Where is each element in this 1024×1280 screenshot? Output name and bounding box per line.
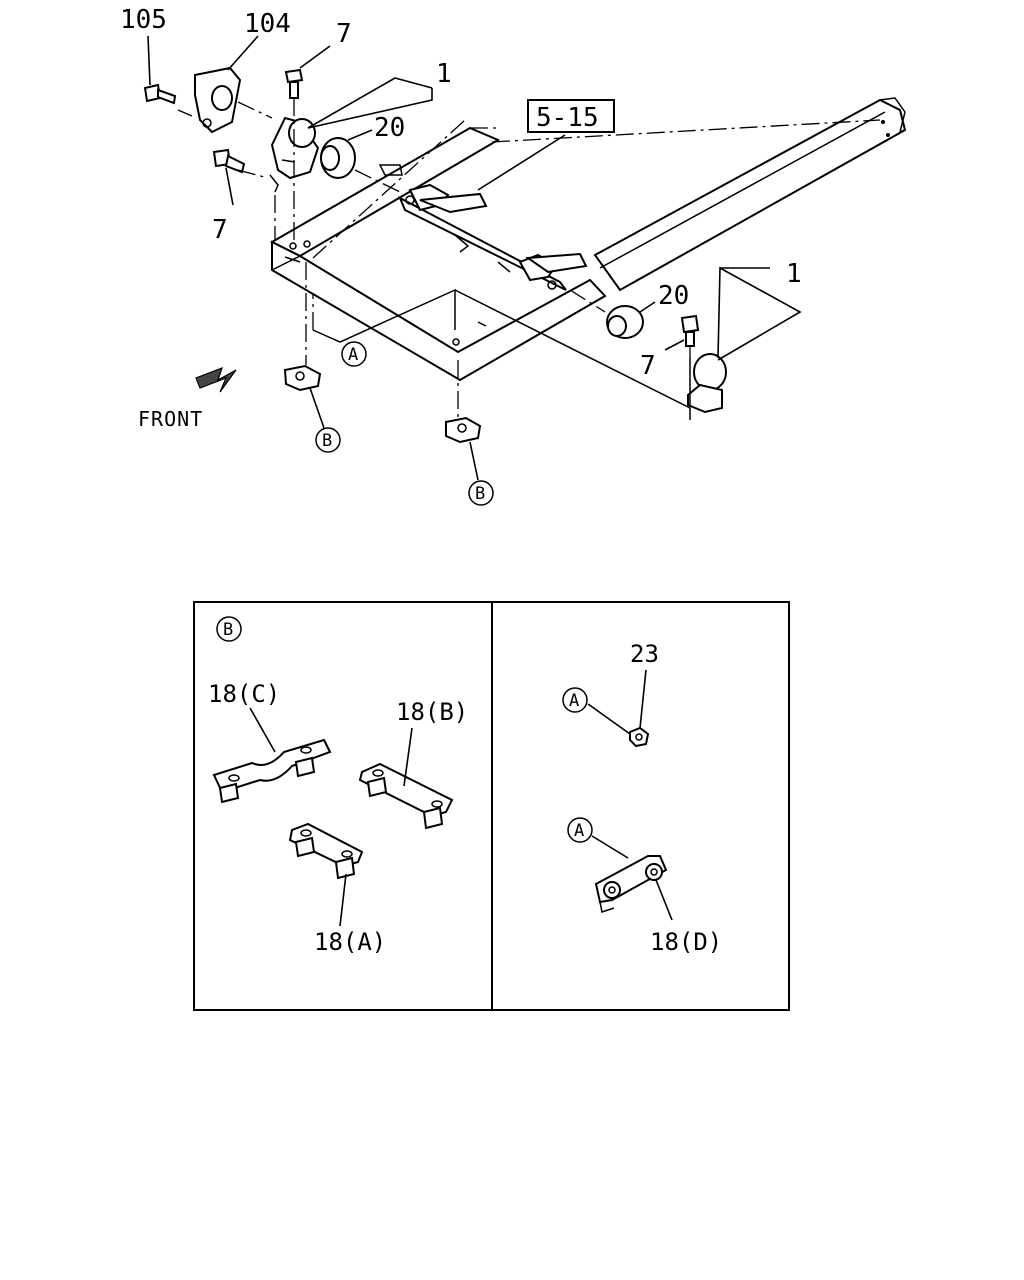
detail-callout-b: B <box>216 616 242 642</box>
label-18a: 18(A) <box>314 928 386 956</box>
reference-5-15-text: 5-15 <box>536 103 599 133</box>
label-18d: 18(D) <box>650 928 722 956</box>
label-18c: 18(C) <box>208 680 280 708</box>
front-arrow-icon <box>195 366 237 393</box>
svg-text:B: B <box>223 620 233 640</box>
callout-a-main: A <box>341 341 367 367</box>
nut-plate-18b <box>358 762 454 830</box>
nut-plate-18a <box>288 822 364 880</box>
assembly-lines <box>177 98 881 418</box>
svg-text:A: A <box>348 345 358 365</box>
frame-rail <box>593 97 907 292</box>
leader-23 <box>639 669 647 729</box>
detail-panels: B 18(C) 18(B) <box>193 601 790 1011</box>
bolt-7-top <box>284 68 304 99</box>
detail-callout-a-top: A <box>562 687 588 713</box>
label-7-left: 7 <box>212 215 228 245</box>
leader-18b <box>403 727 413 787</box>
bolt-7-right <box>680 314 700 347</box>
label-7-right: 7 <box>640 351 656 381</box>
leader-18c <box>249 707 276 753</box>
bolt-105 <box>143 83 177 105</box>
reference-5-15[interactable]: 5-15 <box>527 99 615 133</box>
label-7-top: 7 <box>336 19 352 49</box>
svg-text:A: A <box>569 691 579 711</box>
detail-callout-a-bottom: A <box>567 817 593 843</box>
svg-text:B: B <box>475 484 485 504</box>
nut-plate-18d <box>594 855 668 913</box>
label-105: 105 <box>120 5 167 35</box>
callout-right-boundary <box>454 289 691 420</box>
callout-a-boundary <box>312 288 456 343</box>
label-18b: 18(B) <box>396 698 468 726</box>
leader-lines <box>147 35 802 481</box>
bracket-1-right <box>687 353 727 414</box>
nut-plate-18c <box>212 738 332 804</box>
bushing-20-top <box>320 137 356 179</box>
mount-nut-left <box>283 364 322 392</box>
bolt-7-left <box>212 148 246 174</box>
label-1-top: 1 <box>436 59 452 89</box>
svg-text:A: A <box>574 821 584 841</box>
label-23: 23 <box>630 640 659 668</box>
detail-panel-right: 23 A A <box>562 640 722 956</box>
label-1-right: 1 <box>786 259 802 289</box>
leader-18d <box>655 879 673 921</box>
leader-18a <box>339 873 347 927</box>
bracket-104 <box>194 66 242 134</box>
mount-nut-mid <box>445 416 482 444</box>
leader-a-bottom <box>591 835 629 859</box>
label-20-right: 20 <box>658 281 689 311</box>
main-assembly: 105 104 7 1 20 7 1 20 7 5-15 A B B FR <box>120 5 907 506</box>
label-20-top: 20 <box>374 113 405 143</box>
leader-a-top <box>587 703 631 735</box>
bracket-1-left <box>269 116 320 193</box>
bushing-20-right <box>606 305 644 339</box>
front-label: FRONT <box>138 407 203 431</box>
stabilizer-bar <box>378 164 588 291</box>
detail-panel-left: B 18(C) 18(B) <box>208 616 468 956</box>
callout-b-mid: B <box>468 480 494 506</box>
svg-text:B: B <box>322 431 332 451</box>
label-104: 104 <box>244 9 291 39</box>
nut-23 <box>629 726 650 748</box>
callout-b-left: B <box>315 427 341 453</box>
